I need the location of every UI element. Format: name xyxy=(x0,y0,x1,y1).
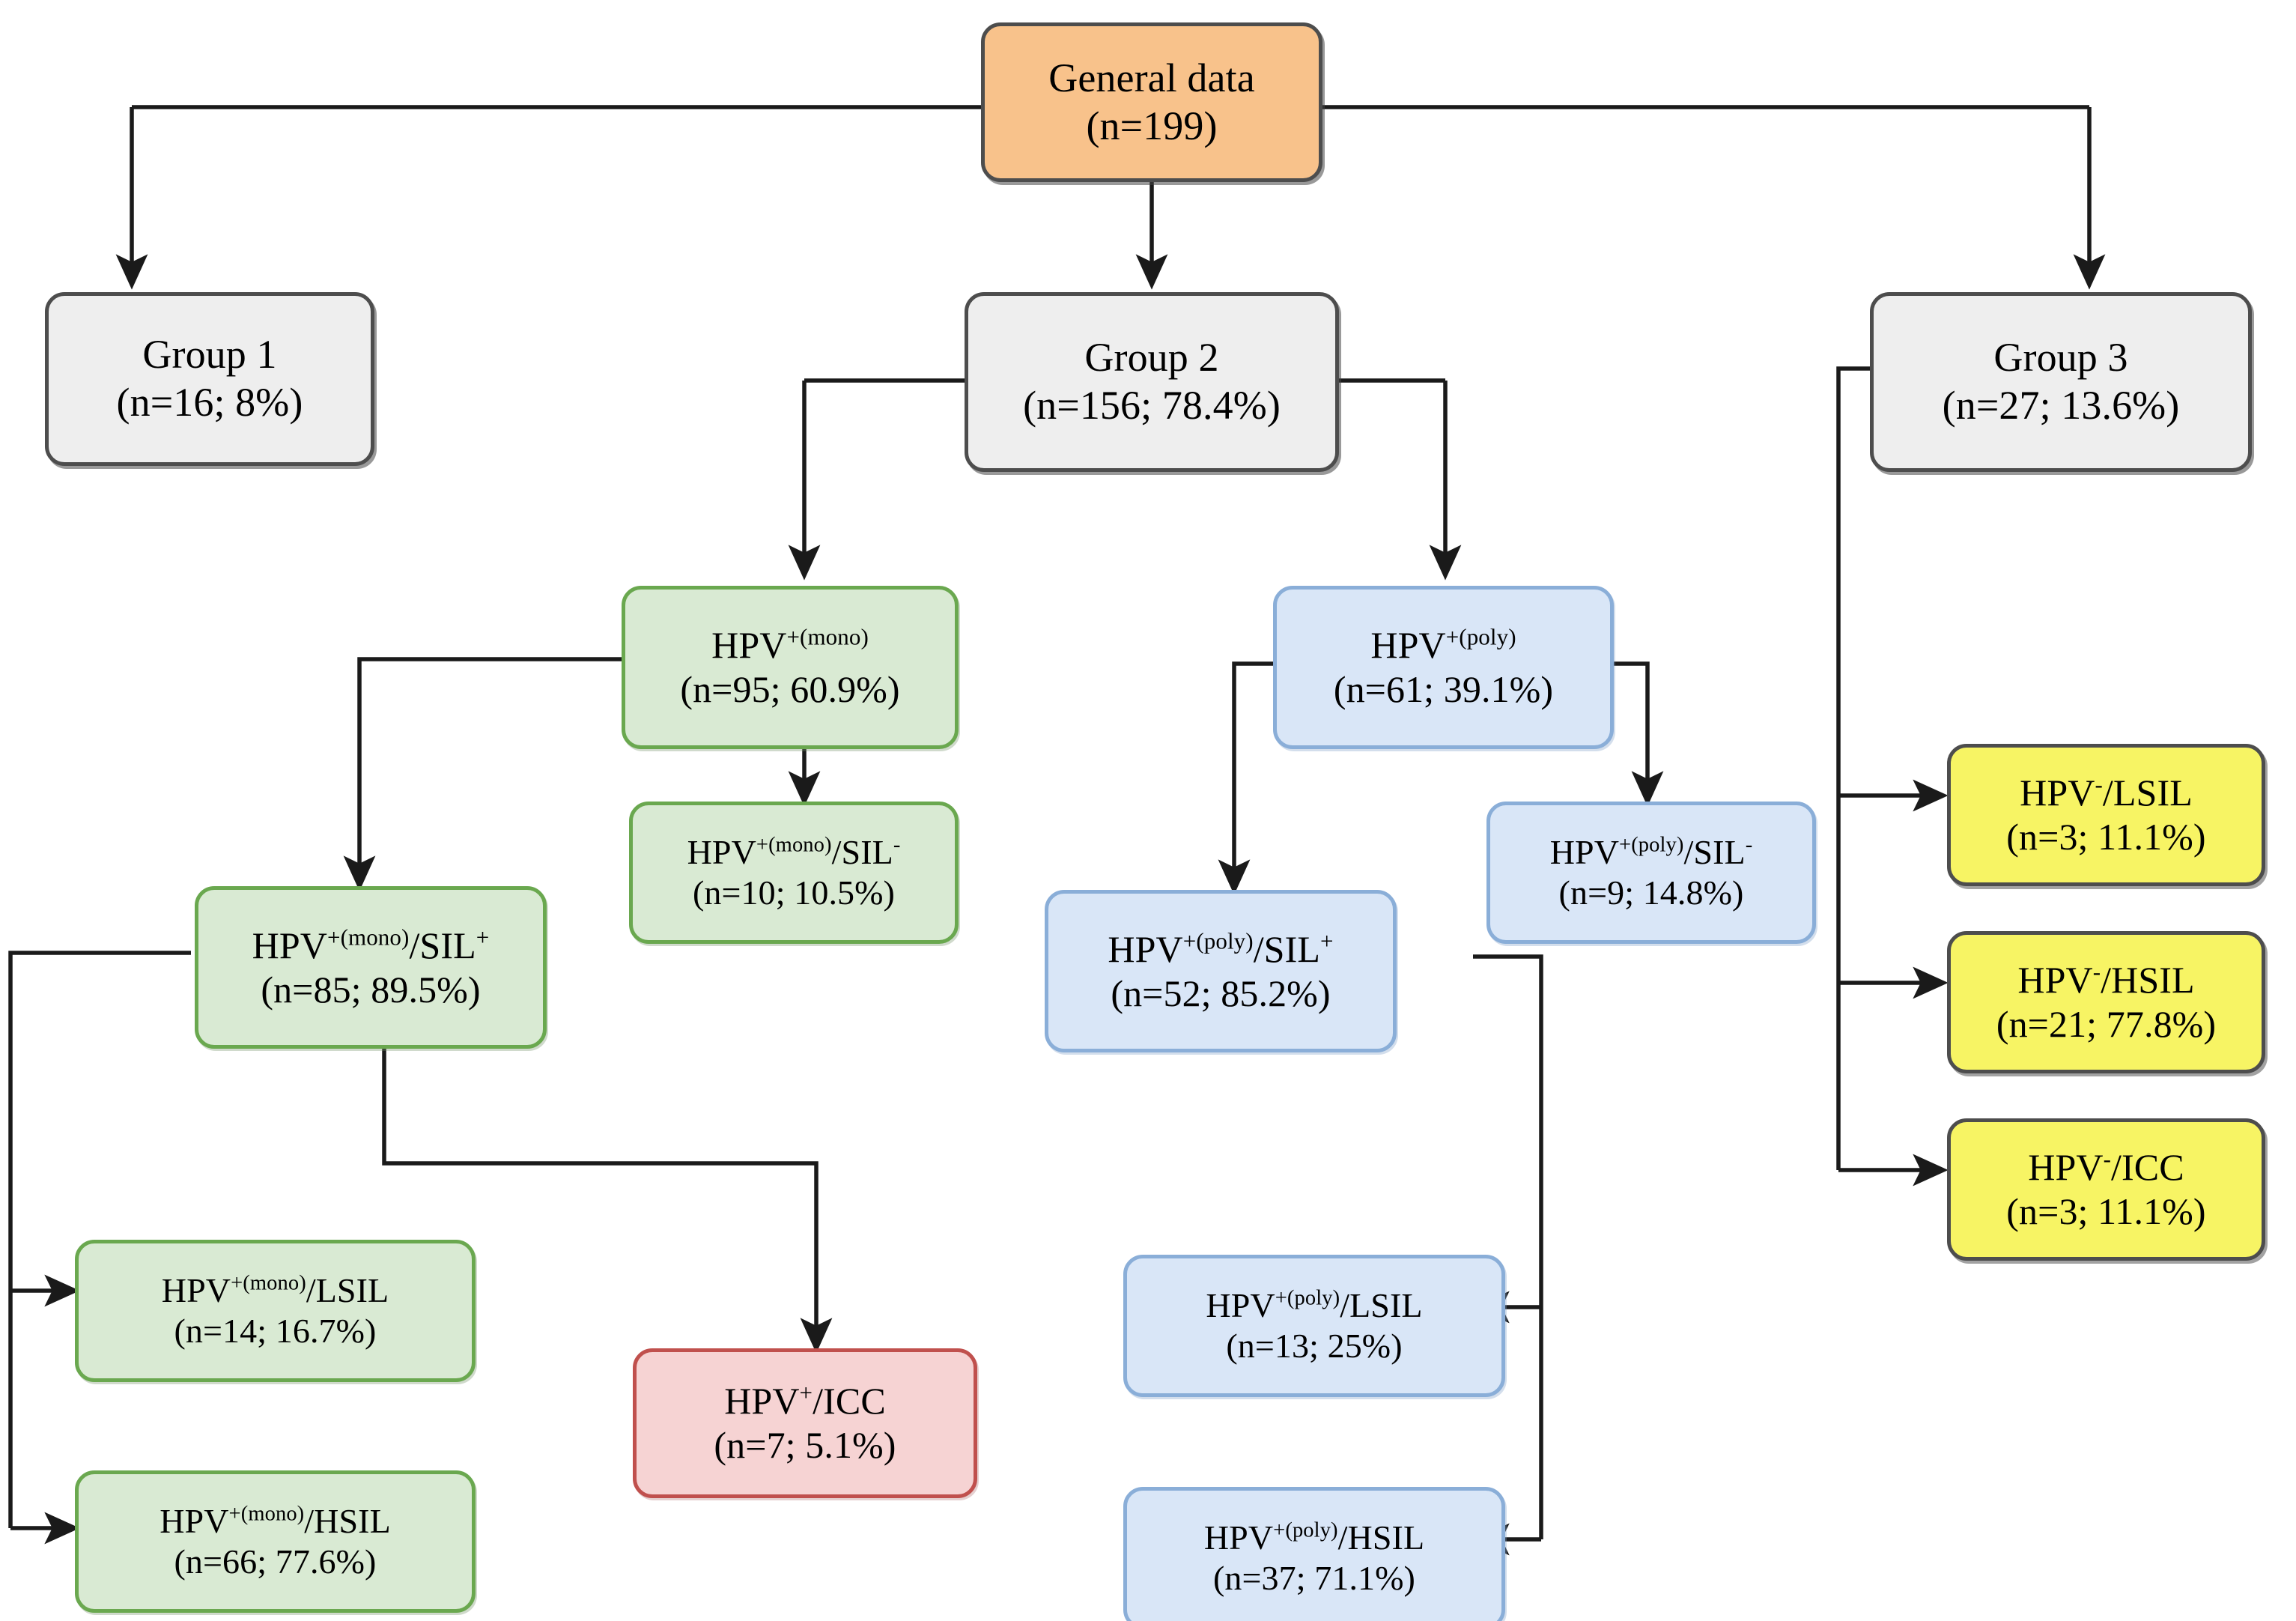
node-group-1-line2: (n=16; 8%) xyxy=(116,380,303,425)
node-general-data[interactable]: General data (n=199) xyxy=(981,22,1322,182)
node-hpv-poly-sil-positive-line1: HPV+(poly)/SIL+ xyxy=(1108,927,1334,970)
node-hpv-mono-line2: (n=95; 60.9%) xyxy=(680,668,900,710)
node-hpv-negative-lsil[interactable]: HPV-/LSIL (n=3; 11.1%) xyxy=(1947,744,2265,886)
node-hpv-poly-sil-negative-line2: (n=9; 14.8%) xyxy=(1558,873,1744,912)
node-hpv-negative-lsil-line1: HPV-/LSIL xyxy=(2020,771,2193,813)
node-group-1-line1: Group 1 xyxy=(142,332,277,378)
node-hpv-mono-lsil[interactable]: HPV+(mono)/LSIL (n=14; 16.7%) xyxy=(75,1240,476,1382)
node-hpv-poly-hsil[interactable]: HPV+(poly)/HSIL (n=37; 71.1%) xyxy=(1123,1487,1505,1621)
node-hpv-mono-hsil[interactable]: HPV+(mono)/HSIL (n=66; 77.6%) xyxy=(75,1470,476,1613)
node-hpv-poly-lsil-line2: (n=13; 25%) xyxy=(1226,1327,1403,1365)
node-hpv-mono[interactable]: HPV+(mono) (n=95; 60.9%) xyxy=(622,586,959,749)
node-group-2-line2: (n=156; 78.4%) xyxy=(1023,383,1281,428)
edge-poly-to-poly-sil-neg xyxy=(1614,661,1664,807)
node-general-data-line2: (n=199) xyxy=(1086,103,1218,148)
node-hpv-negative-icc[interactable]: HPV-/ICC (n=3; 11.1%) xyxy=(1947,1118,2265,1261)
edge-mono-silpos-to-icc xyxy=(382,1049,833,1354)
node-group-3[interactable]: Group 3 (n=27; 13.6%) xyxy=(1870,292,2252,472)
node-hpv-negative-icc-line1: HPV-/ICC xyxy=(2028,1145,2184,1188)
node-hpv-poly-lsil-line1: HPV+(poly)/LSIL xyxy=(1206,1285,1423,1324)
node-group-2-line1: Group 2 xyxy=(1084,335,1219,381)
edge-poly-to-poly-sil-pos xyxy=(1218,661,1273,895)
edge-poly-silpos-right-spine xyxy=(1473,954,1543,1539)
node-hpv-mono-sil-negative-line1: HPV+(mono)/SIL- xyxy=(687,832,901,871)
edge-mono-silpos-left-spine xyxy=(8,951,191,1528)
node-hpv-mono-lsil-line1: HPV+(mono)/LSIL xyxy=(161,1270,389,1309)
node-hpv-poly-lsil[interactable]: HPV+(poly)/LSIL (n=13; 25%) xyxy=(1123,1255,1505,1397)
node-hpv-poly-line2: (n=61; 39.1%) xyxy=(1333,668,1554,710)
node-hpv-negative-hsil-line2: (n=21; 77.8%) xyxy=(1996,1003,2217,1045)
node-hpv-mono-hsil-line2: (n=66; 77.6%) xyxy=(174,1542,377,1581)
node-hpv-poly-hsil-line2: (n=37; 71.1%) xyxy=(1213,1559,1415,1597)
node-hpv-poly-sil-positive[interactable]: HPV+(poly)/SIL+ (n=52; 85.2%) xyxy=(1045,890,1397,1052)
node-hpv-negative-icc-line2: (n=3; 11.1%) xyxy=(2006,1190,2206,1232)
node-hpv-negative-lsil-line2: (n=3; 11.1%) xyxy=(2006,816,2206,858)
node-hpv-poly-sil-negative-line1: HPV+(poly)/SIL- xyxy=(1549,832,1753,871)
node-hpv-negative-hsil[interactable]: HPV-/HSIL (n=21; 77.8%) xyxy=(1947,931,2265,1073)
node-hpv-poly-hsil-line1: HPV+(poly)/HSIL xyxy=(1203,1518,1425,1557)
node-hpv-mono-sil-positive-line1: HPV+(mono)/SIL+ xyxy=(252,923,490,966)
node-hpv-poly[interactable]: HPV+(poly) (n=61; 39.1%) xyxy=(1273,586,1614,749)
node-hpv-mono-hsil-line1: HPV+(mono)/HSIL xyxy=(160,1501,391,1540)
node-general-data-line1: General data xyxy=(1048,55,1255,100)
node-hpv-mono-sil-positive-line2: (n=85; 89.5%) xyxy=(261,968,481,1011)
node-hpv-mono-sil-positive[interactable]: HPV+(mono)/SIL+ (n=85; 89.5%) xyxy=(195,886,547,1049)
node-hpv-mono-sil-negative[interactable]: HPV+(mono)/SIL- (n=10; 10.5%) xyxy=(629,802,959,944)
node-group-1[interactable]: Group 1 (n=16; 8%) xyxy=(45,292,374,466)
node-hpv-positive-icc-line1: HPV+/ICC xyxy=(724,1379,886,1422)
node-hpv-poly-line1: HPV+(poly) xyxy=(1370,623,1516,666)
node-hpv-mono-line1: HPV+(mono) xyxy=(711,623,869,666)
node-hpv-positive-icc-line2: (n=7; 5.1%) xyxy=(714,1424,896,1466)
node-group-3-line2: (n=27; 13.6%) xyxy=(1942,383,2180,428)
node-hpv-positive-icc[interactable]: HPV+/ICC (n=7; 5.1%) xyxy=(633,1348,977,1498)
node-hpv-poly-sil-positive-line2: (n=52; 85.2%) xyxy=(1111,972,1331,1014)
edge-group3-spine xyxy=(1836,366,1917,1170)
node-group-2[interactable]: Group 2 (n=156; 78.4%) xyxy=(965,292,1339,472)
edge-mono-to-mono-sil-pos xyxy=(343,657,622,891)
node-hpv-negative-hsil-line1: HPV-/HSIL xyxy=(2017,958,2195,1001)
node-hpv-mono-sil-negative-line2: (n=10; 10.5%) xyxy=(693,873,895,912)
node-hpv-poly-sil-negative[interactable]: HPV+(poly)/SIL- (n=9; 14.8%) xyxy=(1486,802,1816,944)
node-group-3-line1: Group 3 xyxy=(1993,335,2128,381)
node-hpv-mono-lsil-line2: (n=14; 16.7%) xyxy=(174,1312,377,1350)
